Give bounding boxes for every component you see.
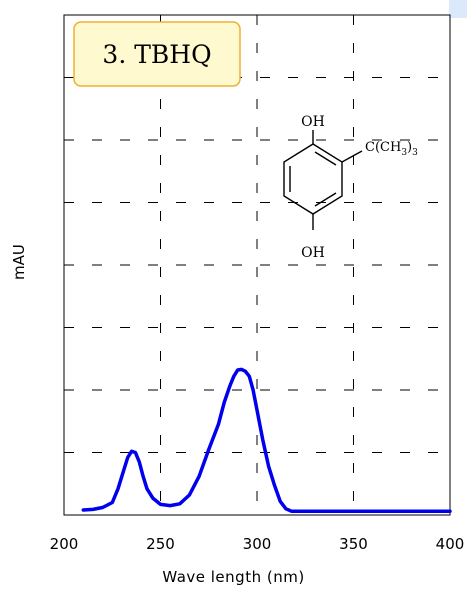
x-tick-label-250: 250 [146, 535, 175, 553]
x-axis-label: Wave length (nm) [162, 568, 305, 586]
chemical-structure [283, 130, 363, 230]
series-line-0 [81, 367, 452, 514]
x-tick-labels: 200 250 300 350 400 [50, 535, 465, 553]
y-axis-label: mAU [10, 244, 28, 280]
ring-double-bond-1 [314, 151, 337, 166]
sample-label-rect [73, 21, 241, 87]
top-oh-label: OH [301, 114, 325, 130]
sample-label-text: 3. TBHQ [102, 40, 211, 69]
x-tick-label-300: 300 [243, 535, 272, 553]
x-tick-label-400: 400 [436, 535, 465, 553]
ring-double-bond-2 [314, 192, 337, 207]
tert-butyl-label: C(CH3)3 [365, 140, 418, 158]
series-layer [81, 367, 452, 514]
sample-label-box: 3. TBHQ [73, 21, 241, 87]
tert-butyl-bond [341, 150, 363, 163]
corner-tab [449, 0, 467, 18]
x-tick-label-200: 200 [50, 535, 79, 553]
x-tick-label-350: 350 [339, 535, 368, 553]
bottom-oh-label: OH [301, 245, 325, 261]
